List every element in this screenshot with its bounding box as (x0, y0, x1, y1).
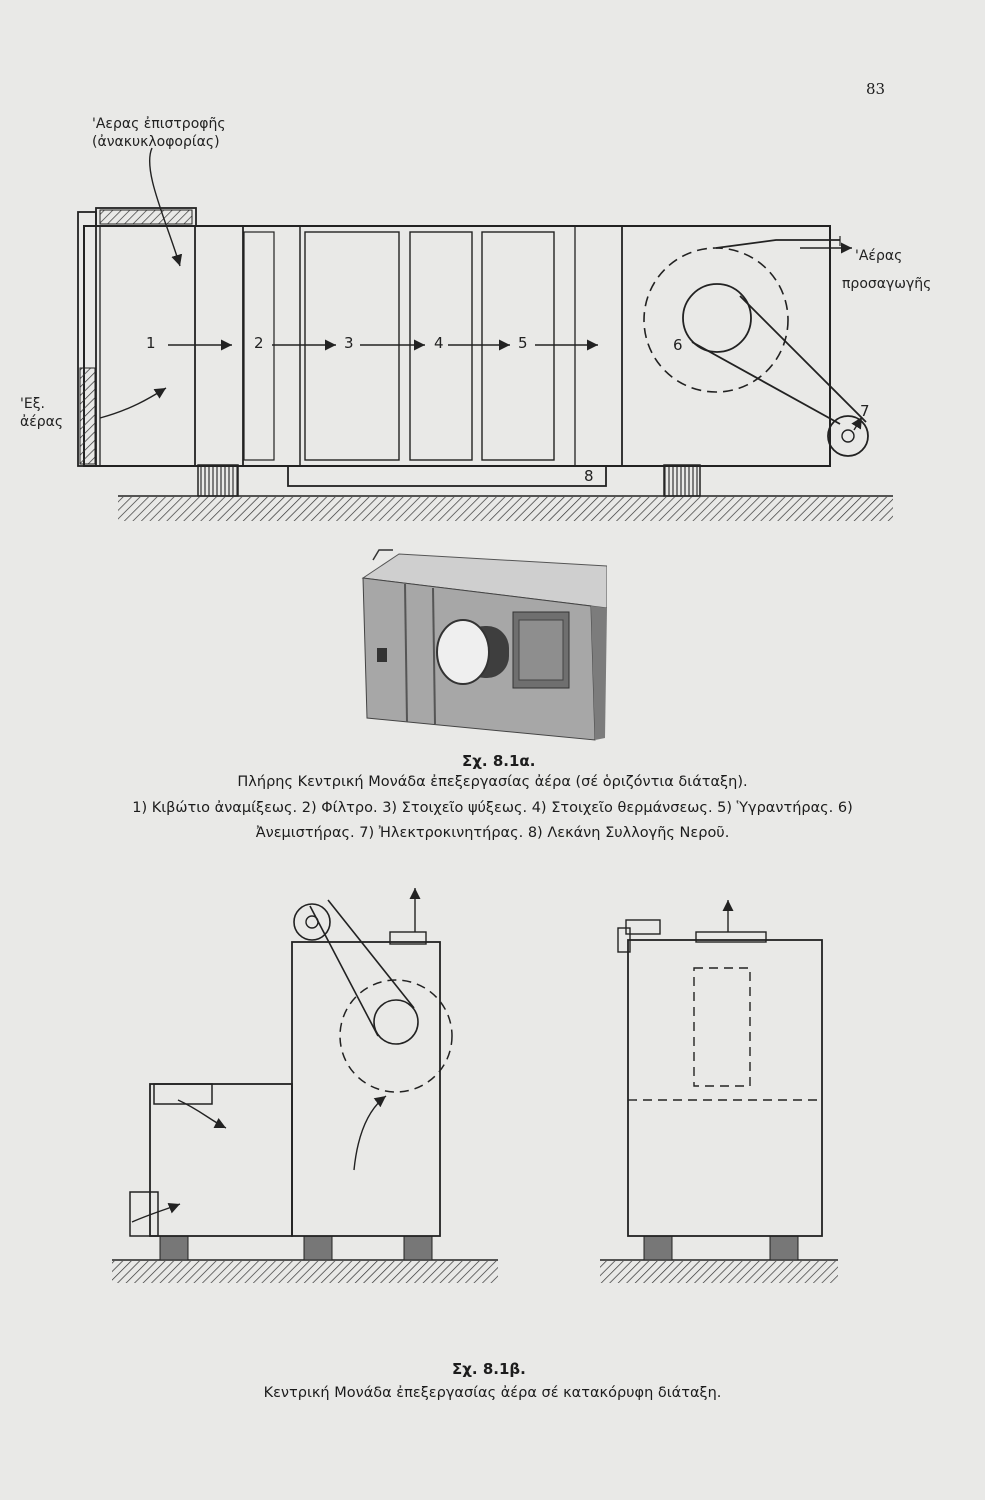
component-number-3: 3 (344, 334, 354, 352)
component-number-5: 5 (518, 334, 528, 352)
label-supply-air: 'Αέρας (855, 248, 903, 264)
label-supply-air-2: προσαγωγῆς (842, 276, 932, 292)
label-outside-air: 'Εξ. (20, 396, 45, 412)
label-return-air: 'Αερας ἐπιστροφῆς (92, 116, 226, 132)
component-number-2: 2 (254, 334, 264, 352)
page-number: 83 (866, 80, 886, 98)
figure-8-1a-diagram (77, 147, 893, 521)
humidifier-section (481, 231, 555, 461)
ground-hatching (118, 495, 893, 521)
motor-pulley (827, 415, 869, 457)
figure-8-1a-caption-line-1: Πλήρης Κεντρική Μονάδα ἐπεξεργασίας ἀέρα… (237, 774, 748, 790)
label-outside-air-2: ἀέρας (20, 414, 64, 430)
figure-8-1a-title: Σχ. 8.1α. (462, 752, 536, 770)
component-number-1: 1 (146, 334, 156, 352)
figure-8-1a-caption-line-3: Ἀνεμιστήρας. 7) Ἠλεκτροκινητήρας. 8) Λεκ… (255, 825, 730, 841)
unit-foot-left (197, 464, 239, 497)
filter-section (243, 231, 275, 461)
drain-pan (287, 465, 607, 487)
figure-8-1b-title: Σχ. 8.1β. (452, 1360, 526, 1378)
vertical-unit-fan-section (291, 941, 441, 1237)
outside-air-louvre (79, 367, 96, 465)
unit-photo (361, 549, 607, 741)
figure-8-1b-caption: Κεντρική Μονάδα ἐπεξεργασίας ἀέρα σέ κατ… (263, 1385, 722, 1401)
return-air-louvre (99, 209, 193, 225)
vertical-unit-mixing-box (149, 1083, 293, 1237)
label-recirculation: (ἀνακυκλοφορίας) (92, 134, 220, 150)
cooling-coil (304, 231, 400, 461)
component-number-8: 8 (584, 467, 594, 485)
component-number-7: 7 (860, 402, 870, 420)
component-number-4: 4 (434, 334, 444, 352)
heating-coil (409, 231, 473, 461)
component-number-6: 6 (673, 336, 683, 354)
vertical-unit-side-view (627, 939, 823, 1237)
figure-8-1a-caption-line-2: 1) Κιβώτιο ἀναμίξεως. 2) Φίλτρο. 3) Στοι… (132, 800, 853, 816)
